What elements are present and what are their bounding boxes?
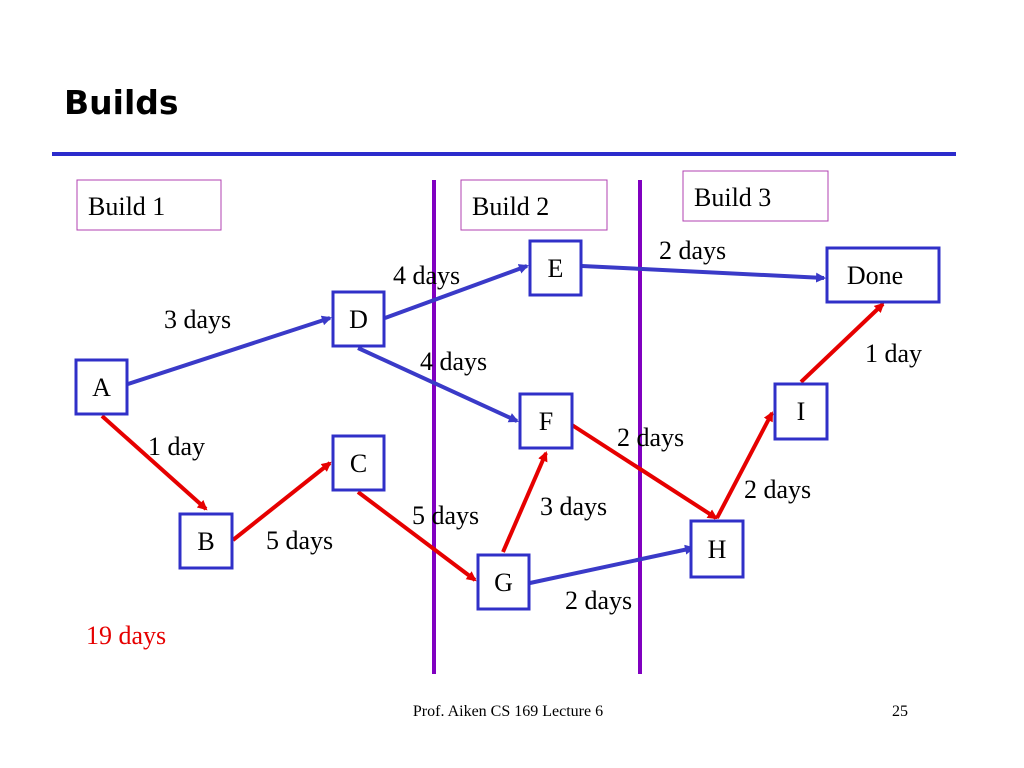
edge-label-g-h: 2 days <box>565 586 632 615</box>
edge-a-b <box>100 414 208 511</box>
edge-label-d-e: 4 days <box>393 261 460 290</box>
edge-g-h <box>529 544 695 585</box>
node-h: H <box>689 519 745 579</box>
node-done-label: Done <box>847 261 903 290</box>
edge-d-f <box>357 346 519 423</box>
build-1-label-box: Build 1 <box>76 179 222 231</box>
node-e-label: E <box>548 254 564 283</box>
edge-label-a-b: 1 day <box>148 432 205 461</box>
node-c: C <box>331 434 386 492</box>
page-number: 25 <box>892 703 908 720</box>
build-2-label-box: Build 2 <box>460 179 608 231</box>
node-done: Done <box>825 246 941 304</box>
edge-label-b-c: 5 days <box>266 526 333 555</box>
total-duration: 19 days <box>86 621 166 650</box>
node-d-label: D <box>349 305 368 334</box>
build-1-label: Build 1 <box>88 192 165 221</box>
node-c-label: C <box>350 449 367 478</box>
build-3-label: Build 3 <box>694 183 771 212</box>
footer-text: Prof. Aiken CS 169 Lecture 6 <box>413 703 603 720</box>
node-d: D <box>331 290 386 348</box>
node-b-label: B <box>197 527 214 556</box>
edge-g-f <box>501 451 548 553</box>
edge-f-h <box>570 423 718 520</box>
edge-i-done <box>799 302 885 384</box>
edge-label-a-d: 3 days <box>164 305 231 334</box>
node-g: G <box>476 553 531 611</box>
build-2-label: Build 2 <box>472 192 549 221</box>
node-a-label: A <box>92 373 111 402</box>
node-e: E <box>528 239 583 297</box>
node-i-label: I <box>797 397 806 426</box>
edge-c-g <box>356 490 477 582</box>
edge-label-c-g: 5 days <box>412 501 479 530</box>
edge-label-e-done: 2 days <box>659 236 726 265</box>
edge-label-d-f: 4 days <box>420 347 487 376</box>
node-f-label: F <box>539 407 553 436</box>
edge-d-e <box>384 264 529 320</box>
node-b: B <box>178 512 234 570</box>
edge-a-d <box>127 315 332 386</box>
edge-label-f-h: 2 days <box>617 423 684 452</box>
node-a: A <box>74 358 129 416</box>
edge-label-g-f: 3 days <box>540 492 607 521</box>
edge-label-h-i: 2 days <box>744 475 811 504</box>
edge-e-done <box>581 264 826 283</box>
node-i: I <box>773 382 829 441</box>
edge-h-i <box>715 411 774 519</box>
node-f: F <box>518 392 574 450</box>
node-g-label: G <box>494 568 513 597</box>
node-h-label: H <box>708 535 727 564</box>
build-3-label-box: Build 3 <box>682 170 829 222</box>
edge-label-i-done: 1 day <box>865 339 922 368</box>
slide-title: Builds <box>64 83 179 122</box>
edge-b-c <box>231 461 332 542</box>
